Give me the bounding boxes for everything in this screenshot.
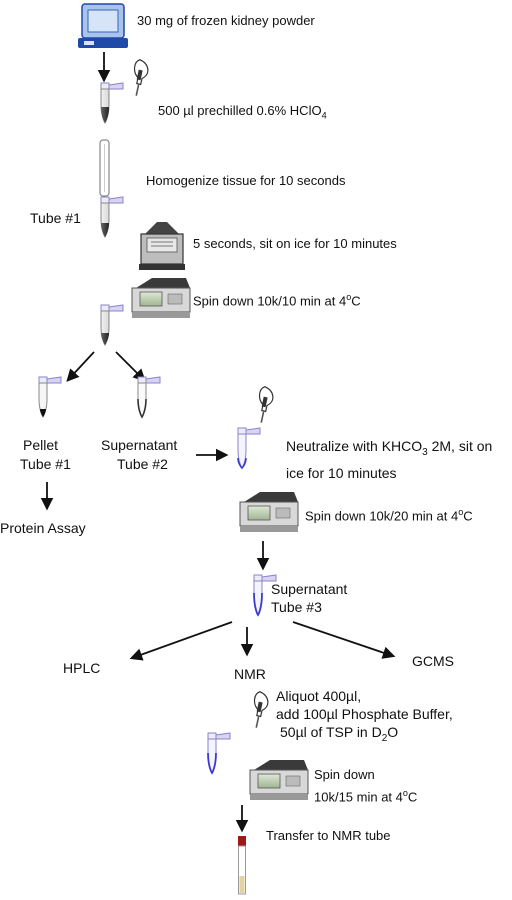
flow-arrow: [292, 621, 396, 659]
step-aliquot: Aliquot 400µl, add 100µl Phosphate Buffe…: [276, 687, 453, 748]
step-spin-1-sup: o: [346, 292, 352, 302]
homogenizer-probe-icon: [99, 139, 110, 197]
gcms-label: GCMS: [412, 653, 454, 669]
microcentrifuge-tube-icon: [38, 376, 62, 418]
pipette-icon: [258, 386, 274, 423]
microcentrifuge-tube-icon: [100, 82, 124, 124]
nmr-tube-icon: [238, 836, 246, 895]
centrifuge-icon: [249, 760, 309, 800]
pellet-tube-label: Tube #1: [20, 456, 71, 472]
microcentrifuge-tube-icon: [100, 196, 124, 238]
supernatant-3-label: Supernatant: [271, 581, 348, 597]
step-aliquot-line-1: Aliquot 400µl,: [276, 688, 362, 704]
step-spin-2-text: Spin down 10k/20 min at 4: [305, 508, 459, 524]
pellet-label: Pellet: [23, 437, 59, 453]
step-spin-3-sup: o: [402, 788, 408, 798]
step-neutralize-text-2: 2M, sit on: [427, 438, 493, 454]
step-add-hclo4-subscript: 4: [321, 110, 327, 121]
pipette-icon: [133, 59, 149, 96]
flow-arrow: [129, 621, 233, 661]
flow-arrow: [115, 351, 146, 382]
supernatant-3-tube-label: Tube #3: [271, 599, 322, 615]
tube-1-label: Tube #1: [30, 210, 81, 226]
step-spin-2: Spin down 10k/20 min at 4oC: [305, 504, 473, 524]
step-spin-3: Spin down 10k/15 min at 4oC: [314, 766, 417, 806]
step-aliquot-subscript: 2: [381, 732, 388, 744]
microcentrifuge-tube-icon: [253, 574, 277, 617]
step-spin-1-unit: C: [351, 293, 361, 309]
step-aliquot-line-3-end: O: [387, 724, 399, 740]
step-neutralize-subscript: 3: [422, 446, 428, 458]
step-spin-3-line-1: Spin down: [314, 767, 375, 782]
step-weigh-powder: 30 mg of frozen kidney powder: [137, 13, 315, 28]
step-sonicate: 5 seconds, sit on ice for 10 minutes: [193, 236, 397, 251]
step-spin-3-unit: C: [407, 789, 418, 805]
nmr-label: NMR: [234, 666, 266, 682]
supernatant-label: Supernatant: [101, 437, 178, 453]
microcentrifuge-tube-icon: [137, 376, 161, 419]
sonicator-icon: [139, 222, 185, 270]
step-spin-1-text: Spin down 10k/10 min at 4: [193, 293, 347, 309]
centrifuge-icon: [239, 492, 299, 532]
step-neutralize-text: Neutralize with KHCO: [286, 438, 423, 454]
analytical-balance-icon: [78, 3, 128, 48]
step-aliquot-line-2: add 100µl Phosphate Buffer,: [276, 706, 453, 722]
hplc-label: HPLC: [63, 660, 101, 676]
step-add-hclo4: 500 µl prechilled 0.6% HClO4: [158, 102, 327, 125]
step-transfer-nmr: Transfer to NMR tube: [266, 828, 391, 843]
supernatant-tube-label: Tube #2: [117, 456, 168, 472]
step-spin-2-sup: o: [458, 507, 464, 517]
step-spin-3-line-2: 10k/15 min at 4: [314, 789, 403, 805]
microcentrifuge-tube-icon: [237, 427, 261, 470]
step-spin-2-unit: C: [463, 508, 473, 524]
protein-assay-label: Protein Assay: [0, 520, 86, 536]
pipette-icon: [253, 691, 269, 728]
step-neutralize-text-3: ice for 10 minutes: [286, 464, 397, 481]
step-homogenize: Homogenize tissue for 10 seconds: [146, 173, 346, 188]
step-add-hclo4-text: 500 µl prechilled 0.6% HClO: [158, 103, 322, 118]
step-spin-1: Spin down 10k/10 min at 4oC: [193, 289, 361, 309]
step-neutralize: Neutralize with KHCO3 2M, sit on ice for…: [286, 436, 492, 483]
microcentrifuge-tube-icon: [207, 732, 231, 775]
microcentrifuge-tube-icon: [100, 304, 124, 346]
flow-arrow: [66, 351, 95, 382]
centrifuge-icon: [131, 278, 191, 318]
step-aliquot-line-3: 50µl of TSP in D: [280, 724, 382, 740]
